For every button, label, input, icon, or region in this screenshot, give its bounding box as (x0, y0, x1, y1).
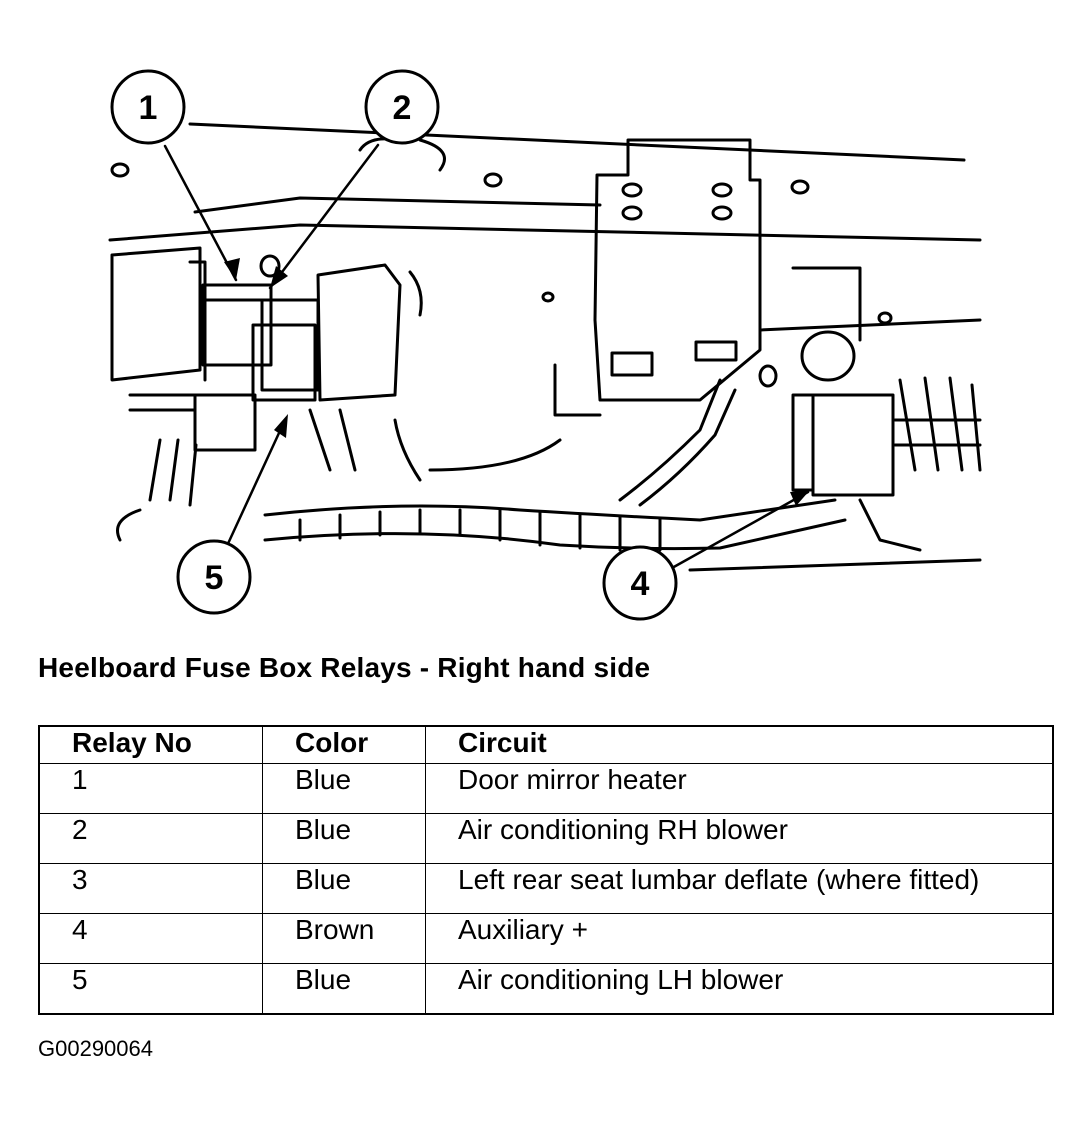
table-row: 3 Blue Left rear seat lumbar deflate (wh… (38, 863, 1054, 914)
page-title: Heelboard Fuse Box Relays - Right hand s… (38, 652, 651, 683)
callout-4: 4 (602, 545, 678, 621)
body-panel-outline (108, 122, 982, 572)
callout-2-label: 2 (393, 89, 412, 127)
color-cell: Blue (262, 813, 426, 864)
color-cell: Blue (262, 863, 426, 914)
callout-5-label: 5 (205, 559, 224, 597)
color-cell: Brown (262, 913, 426, 964)
table-row: 4 Brown Auxiliary + (38, 913, 1054, 964)
circuit-cell: Air conditioning RH blower (425, 813, 1054, 864)
relay-location-diagram: 1 2 5 4 (108, 69, 982, 621)
callout-2: 2 (364, 69, 440, 145)
color-cell: Blue (262, 963, 426, 1015)
mounting-bracket (553, 138, 762, 417)
relay-cluster-right (758, 266, 982, 497)
relay-no-cell: 3 (38, 863, 263, 914)
relay-cluster-left (110, 246, 423, 472)
leader-lines (163, 143, 810, 570)
callout-1-label: 1 (139, 89, 158, 127)
header-circuit: Circuit (425, 725, 1054, 764)
table-row: 2 Blue Air conditioning RH blower (38, 813, 1054, 864)
circuit-cell: Air conditioning LH blower (425, 963, 1054, 1015)
header-color: Color (262, 725, 426, 764)
table-row: 5 Blue Air conditioning LH blower (38, 963, 1054, 1015)
circuit-cell: Auxiliary + (425, 913, 1054, 964)
table-header-row: Relay No Color Circuit (38, 725, 1054, 764)
header-relay-no: Relay No (38, 725, 263, 764)
relay-no-cell: 1 (38, 763, 263, 814)
circuit-cell: Left rear seat lumbar deflate (where fit… (425, 863, 1054, 914)
leader-arrowheads (224, 258, 810, 506)
relay-table: Relay No Color Circuit 1 Blue Door mirro… (38, 725, 1054, 1015)
callout-1: 1 (110, 69, 186, 145)
callout-4-label: 4 (631, 565, 650, 603)
relay-no-cell: 5 (38, 963, 263, 1015)
table-row: 1 Blue Door mirror heater (38, 763, 1054, 814)
figure-code: G00290064 (38, 1036, 153, 1061)
relay-no-cell: 2 (38, 813, 263, 864)
relay-no-cell: 4 (38, 913, 263, 964)
callout-5: 5 (176, 539, 252, 615)
circuit-cell: Door mirror heater (425, 763, 1054, 814)
wiring-harness (148, 378, 922, 552)
color-cell: Blue (262, 763, 426, 814)
